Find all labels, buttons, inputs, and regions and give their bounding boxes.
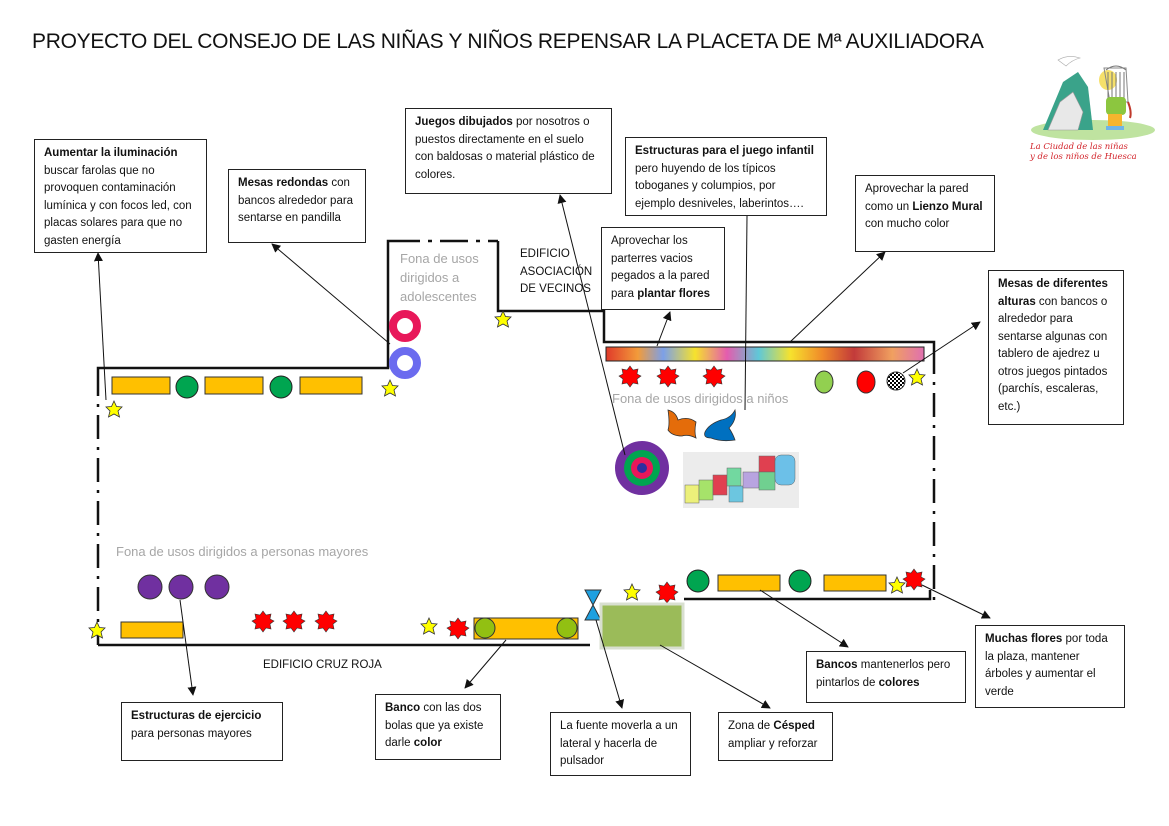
flower-icon (282, 610, 306, 633)
flower-icon (446, 617, 470, 640)
callout-estructuras-infantil: Estructuras para el juego infantil pero … (625, 137, 827, 216)
callout-bancos: Bancos mantenerlos pero pintarlos de col… (806, 651, 966, 703)
star-icon (623, 583, 641, 601)
table-red-icon (856, 370, 876, 394)
flower-icon (656, 365, 680, 388)
flower-icon (702, 365, 726, 388)
chess-table-icon (886, 371, 906, 391)
round-table-pink-icon (389, 310, 421, 342)
bench-with-balls (473, 617, 579, 640)
plaza-boundary (96, 239, 936, 647)
target-game-icon (615, 441, 669, 495)
zone-label-ninos: Fona de usos dirigidos a niños (612, 391, 789, 406)
table-green-icon (814, 370, 834, 394)
round-tables (389, 310, 421, 379)
building-cruz-roja: EDIFICIO CRUZ ROJA (263, 659, 382, 671)
callout-muchas-flores: Muchas flores por toda la plaza, mantene… (975, 625, 1125, 708)
round-table-blue-icon (389, 347, 421, 379)
callout-mesas-alturas: Mesas de diferentes alturas con bancos o… (988, 270, 1124, 425)
bench (204, 376, 264, 395)
callout-mesas-redondas: Mesas redondas con bancos alrededor para… (228, 169, 366, 243)
callout-parterres: Aprovechar los parterres vacios pegados … (601, 227, 725, 310)
play-structure-blue-icon (704, 408, 736, 442)
tree-icon (788, 569, 812, 593)
callout-cesped: Zona de Césped ampliar y reforzar (718, 712, 833, 761)
tree-icon (269, 375, 293, 399)
zone-label-adolescentes: Fona de usos dirigidos a adolescentes (400, 251, 479, 304)
exercise-icon (137, 574, 163, 600)
star-icon (105, 400, 123, 418)
hopscotch-icon (683, 452, 799, 508)
star-icon (888, 576, 906, 594)
callout-banco-bolas: Banco con las dos bolas que ya existe da… (375, 694, 501, 760)
star-icon (420, 617, 438, 635)
logo (1028, 42, 1158, 176)
flower-icon (251, 610, 275, 633)
lamp-stars (88, 310, 926, 639)
star-icon (381, 379, 399, 397)
flower-icon (618, 365, 642, 388)
flower-icon (902, 568, 926, 591)
bench (823, 574, 887, 592)
page-title: PROYECTO DEL CONSEJO DE LAS NIÑAS Y NIÑO… (32, 30, 984, 53)
logo-caption: La Ciudad de las niñas y de los niños de… (1030, 142, 1137, 162)
tree-icon (686, 569, 710, 593)
building-asociacion-vecinos: EDIFICIO ASOCIACIÓN DE VECINOS (520, 248, 593, 295)
bench (717, 574, 781, 592)
exercise-icon (168, 574, 194, 600)
child-with-mountain-icon (1031, 56, 1155, 140)
bench (120, 621, 184, 639)
callout-juegos-dibujados: Juegos dibujados por nosotros o puestos … (405, 108, 612, 194)
mural-wall (605, 346, 925, 362)
fountain-icon (584, 589, 602, 621)
tree-icon (175, 375, 199, 399)
callout-lienzo-mural: Aprovechar la pared como un Lienzo Mural… (855, 175, 995, 252)
star-icon (494, 310, 512, 328)
star-icon (88, 621, 106, 639)
callout-fuente: La fuente moverla a un lateral y hacerla… (550, 712, 691, 776)
callout-arrows (93, 194, 991, 709)
exercise-icon (204, 574, 230, 600)
play-structure-orange-icon (667, 409, 697, 439)
callout-iluminacion: Aumentar la iluminación buscar farolas q… (34, 139, 207, 253)
callout-ejercicio: Estructuras de ejercicio para personas m… (121, 702, 283, 761)
bench (111, 376, 171, 395)
bench (299, 376, 363, 395)
lawn-area (599, 602, 685, 650)
flower-icon (655, 581, 679, 604)
exercise-structures (137, 574, 230, 600)
star-icon (908, 368, 926, 386)
tree-group-top (175, 375, 293, 399)
flower-icon (314, 610, 338, 633)
zone-label-mayores: Fona de usos dirigidos a personas mayore… (116, 544, 369, 559)
bench-group-top (111, 376, 363, 395)
